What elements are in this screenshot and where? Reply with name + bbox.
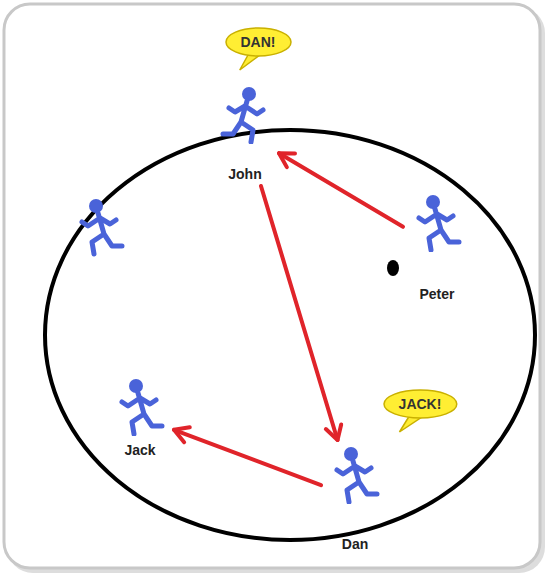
person-name: Peter	[407, 286, 467, 302]
bubble-body	[226, 28, 291, 56]
figure-limbs	[337, 461, 377, 502]
shout-text: JACK!	[399, 396, 442, 412]
pass-arrow	[279, 153, 403, 227]
speech-bubble: DAN!	[225, 27, 292, 57]
person-figure	[110, 376, 170, 436]
person-figure	[407, 192, 467, 252]
stick-figure	[337, 447, 377, 502]
figure-head	[344, 447, 358, 461]
person-node: Peter	[407, 192, 467, 302]
pass-arrow	[174, 427, 321, 485]
figure-limbs	[223, 101, 263, 142]
person-figure	[215, 84, 275, 144]
ball	[387, 260, 399, 276]
stick-figure	[82, 199, 122, 254]
figure-limbs	[419, 209, 459, 250]
stick-figure	[223, 87, 263, 142]
arrow-head	[279, 153, 295, 167]
stick-figure	[419, 195, 459, 250]
figure-head	[242, 87, 256, 101]
pass-line	[261, 186, 338, 440]
person-name: John	[215, 166, 275, 182]
bubble-body	[384, 390, 457, 418]
pass-arrow	[261, 186, 341, 440]
person-node: Dan	[325, 444, 385, 552]
person-figure	[325, 444, 385, 504]
person-name: Dan	[325, 536, 385, 552]
stick-figure	[122, 379, 162, 434]
arrow-head	[174, 427, 190, 442]
pass-line	[174, 430, 321, 485]
person-node: John	[215, 84, 275, 182]
figure-head	[129, 379, 143, 393]
person-name: Jack	[110, 442, 170, 458]
figure-limbs	[122, 393, 162, 434]
figure-head	[426, 195, 440, 209]
speech-bubble: JACK!	[383, 389, 458, 419]
arrow-head	[326, 424, 341, 440]
person-node: Jack	[110, 376, 170, 458]
card-frame	[4, 4, 540, 568]
pass-line	[279, 153, 403, 227]
shout-text: DAN!	[241, 34, 276, 50]
circle-field	[45, 130, 535, 540]
